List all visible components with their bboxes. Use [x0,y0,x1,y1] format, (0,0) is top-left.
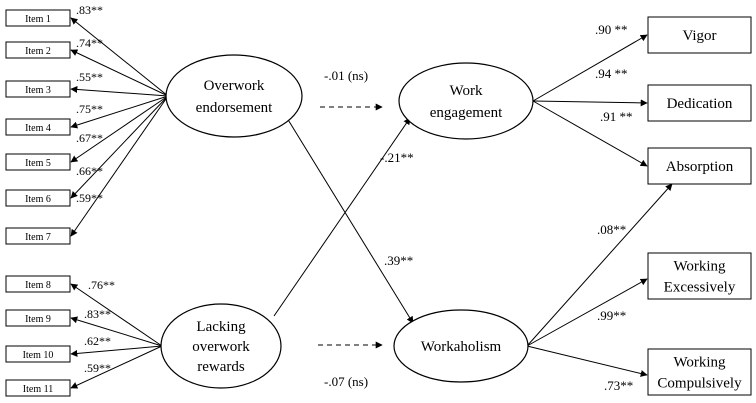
outcome-box-absorption [647,147,752,185]
item-box-10 [5,345,71,363]
outcome-absorption-label: Absorption [666,159,734,175]
latent-work-engagement-label-line: engagement [430,105,503,121]
path-label-overwork-to-workaholism: .39** [384,253,413,268]
path-label-overwork-to-engagement: -.01 (ns) [324,68,368,83]
outcome-vigor-label-line: Vigor [682,28,716,44]
latent-work-engagement-label: Work engagement [430,83,503,121]
loading-label-workaholism-absorption: .08** [597,222,626,237]
outcome-absorption-label-line: Absorption [666,159,734,175]
outcome-dedication-label: Dedication [667,96,733,112]
loading-label-item-7: .59** [76,191,103,205]
loading-label-item-10: .62** [84,334,111,348]
loading-label-workaholism-working-compulsively: .73** [604,378,633,393]
loading-arrow-workaholism-absorption [526,183,673,347]
item-label-4: Item 4 [25,123,51,134]
loading-arrow-workaholism-working-excessively [526,278,648,347]
item-label-10: Item 10 [23,350,54,361]
latent-lacking-overwork-rewards-label: Lacking overwork rewards [192,319,250,375]
latent-lacking-overwork-rewards-label-line: Lacking [196,319,246,335]
latent-workaholism-label: Workaholism [421,339,502,355]
loading-arrow-item-11 [70,345,163,389]
loading-label-item-11: .59** [84,361,111,375]
item-box-11 [5,379,71,397]
item-label-5: Item 5 [25,158,51,169]
latent-lacking-overwork-rewards-label-line: rewards [197,359,245,375]
loading-arrow-item-7 [70,95,169,237]
item-label-7: Item 7 [25,232,51,243]
outcome-box-dedication [647,84,752,122]
item-box-1 [5,9,71,27]
outcome-box-working-excessively [647,252,752,300]
loading-arrow-item-9 [70,316,163,347]
outcome-working-compulsively-label-line: Working [673,355,726,371]
outcome-working-compulsively-label-line: Compulsively [657,376,742,392]
loading-arrow-workaholism-working-compulsively [526,345,648,377]
outcome-working-excessively-label-line: Working [673,259,726,275]
loading-label-item-5: .67** [76,131,103,145]
latent-lacking-overwork-rewards [160,303,282,389]
item-label-9: Item 9 [25,314,51,325]
item-box-2 [5,41,71,59]
outcome-box-working-compulsively [647,348,752,396]
item-label-1: Item 1 [25,14,51,25]
loading-label-item-6: .66** [76,164,103,178]
latent-work-engagement-label-line: Work [450,83,483,99]
latent-workaholism-label-line: Workaholism [421,339,502,355]
item-box-7 [5,227,71,245]
loading-label-dedication: .94 ** [595,66,628,81]
item-label-11: Item 11 [23,384,53,395]
latent-overwork-endorsement [165,54,303,138]
latent-workaholism [393,309,529,383]
outcome-box-vigor [647,16,752,54]
loading-label-item-2: .74** [76,36,103,50]
latent-overwork-endorsement-label-line: endorsement [196,100,273,116]
item-box-4 [5,118,71,136]
latent-overwork-endorsement-label-line: Overwork [204,78,265,94]
loading-label-item-3: .55** [76,70,103,84]
loading-label-workaholism-working-excessively: .99** [597,308,626,323]
item-box-6 [5,189,71,207]
loading-label-vigor: .90 ** [595,22,628,37]
item-label-3: Item 3 [25,85,51,96]
loading-label-item-9: .83** [84,307,111,321]
loading-label-item-1: .83** [76,3,103,17]
loading-label-item-4: .75** [76,102,103,116]
latent-work-engagement [398,62,534,140]
loading-label-absorption: .91 ** [600,109,633,124]
path-label-lacking-to-workaholism: -.07 (ns) [324,374,368,389]
outcome-working-excessively-label-line: Excessively [664,280,736,296]
loading-label-item-8: .76** [88,278,115,292]
item-box-8 [5,275,71,293]
loading-arrow-item-10 [70,345,163,357]
item-box-5 [5,153,71,171]
item-label-2: Item 2 [25,46,51,57]
item-box-9 [5,309,71,327]
path-label-lacking-to-engagement: -.21** [380,150,414,165]
outcome-vigor-label: Vigor [682,28,716,44]
loading-arrow-vigor [532,34,648,102]
loading-arrow-item-4 [70,95,169,129]
loading-arrow-absorption [532,100,648,167]
path-arrow-overwork-to-workaholism [286,117,414,324]
loading-arrow-item-6 [70,95,169,199]
path-arrow-lacking-to-engagement [273,117,411,317]
latent-overwork-endorsement-label: Overwork endorsement [196,78,273,116]
item-label-6: Item 6 [25,194,51,205]
loading-arrow-item-5 [70,95,169,163]
outcome-dedication-label-line: Dedication [667,96,733,112]
item-label-8: Item 8 [25,280,51,291]
loading-arrow-item-1 [70,17,169,97]
loading-arrow-item-3 [70,85,169,97]
latent-lacking-overwork-rewards-label-line: overwork [192,339,250,355]
loading-arrow-item-8 [70,283,163,347]
loading-arrow-item-2 [70,49,169,97]
loading-arrow-dedication [532,99,648,107]
item-box-3 [5,80,71,98]
